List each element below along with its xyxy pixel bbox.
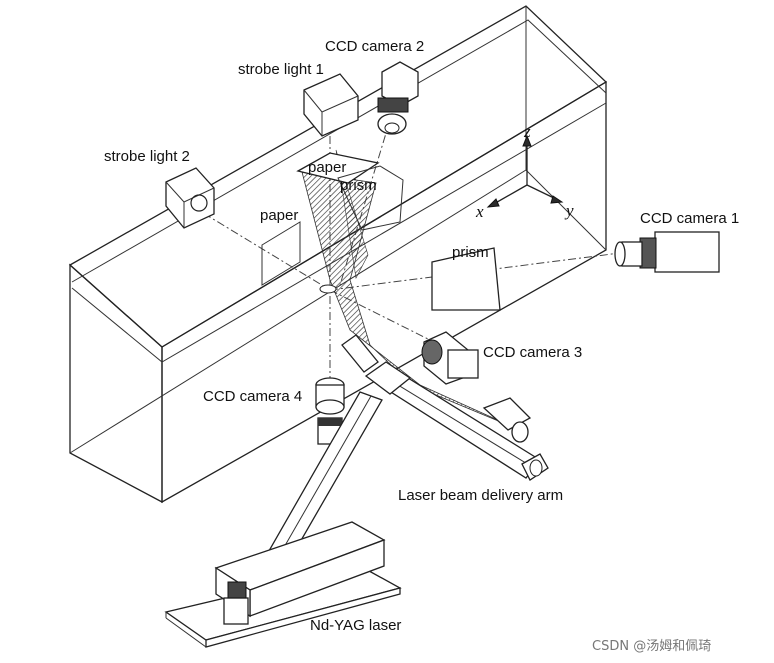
paper-top xyxy=(296,152,380,184)
ccd-camera-3-label: CCD camera 3 xyxy=(483,344,582,361)
mirror xyxy=(341,334,379,373)
ccd-camera-2-label: CCD camera 2 xyxy=(325,38,424,55)
axis-y-label: y xyxy=(564,201,574,220)
prism-top-label: prism xyxy=(340,177,377,194)
ccd-camera-1-label: CCD camera 1 xyxy=(640,210,739,227)
ccd-camera-1 xyxy=(614,231,720,273)
strobe-light-1-label: strobe light 1 xyxy=(238,61,324,78)
test-object xyxy=(319,284,337,294)
paper-top-label: paper xyxy=(308,159,346,176)
watermark: CSDN @汤姆和佩琦 xyxy=(592,639,711,654)
laser-arm-label: Laser beam delivery arm xyxy=(398,487,563,504)
prism-top xyxy=(337,165,404,231)
strobe-light-1 xyxy=(303,73,359,137)
axis-z-label: z xyxy=(523,122,531,141)
strobe-light-2-label: strobe light 2 xyxy=(104,148,190,165)
nd-yag-laser xyxy=(164,521,402,648)
prism-side xyxy=(431,247,501,311)
ccd-camera-3 xyxy=(421,331,479,385)
axis-x-label: x xyxy=(475,202,484,221)
ccd-camera-4 xyxy=(315,377,345,445)
prism-side-label: prism xyxy=(452,244,489,261)
paper-side xyxy=(261,221,301,286)
ccd-camera-4-label: CCD camera 4 xyxy=(203,388,302,405)
strobe-light-2 xyxy=(165,167,215,229)
nd-yag-laser-label: Nd-YAG laser xyxy=(310,617,401,634)
ccd-camera-2 xyxy=(377,61,419,135)
paper-side-label: paper xyxy=(260,207,298,224)
water-tank xyxy=(68,5,608,504)
coordinate-axes: z x y xyxy=(475,122,574,221)
